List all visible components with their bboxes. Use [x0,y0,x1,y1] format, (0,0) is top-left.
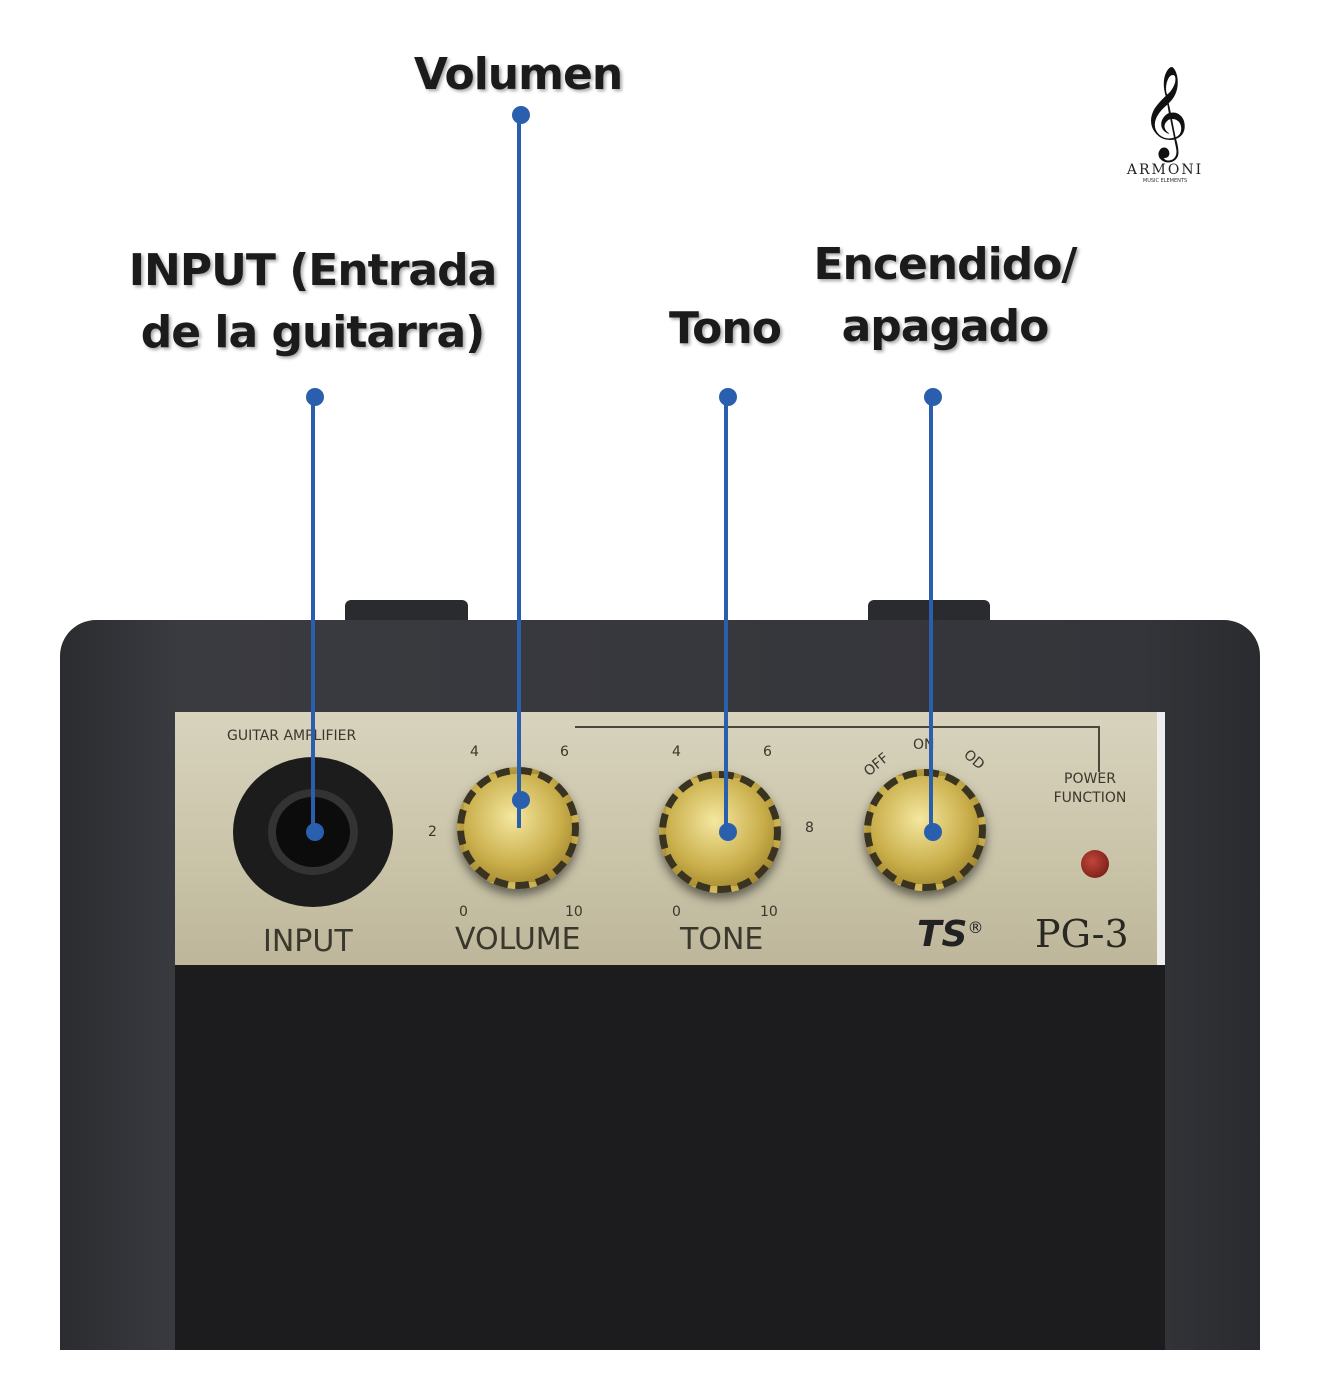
ts-brand-logo: TS® [917,914,984,955]
tone-knob[interactable] [659,771,781,893]
power-pointer-line [929,397,933,832]
tone-label: TONE [680,922,764,957]
volume-tick-0: 0 [459,904,468,920]
logo-tagline: MUSIC ELEMENTS [1142,178,1188,184]
power-function-label: POWER FUNCTION [1053,771,1127,806]
volume-tick-10: 10 [565,904,583,920]
power-pointer-dot [924,388,942,406]
control-panel: GUITAR AMPLIFIER INPUT VOLUME TONE 4 6 2… [175,712,1165,965]
volume-tick-6: 6 [560,744,569,760]
model-name: PG-3 [1035,912,1129,956]
annotation-tone: Tono [669,303,782,354]
annotation-volume: Volumen [413,49,623,100]
input-pointer-dot-end [306,823,324,841]
treble-clef-icon: 𝄞 [1141,65,1189,158]
power-pointer-dot-end [924,823,942,841]
tone-pointer-line [724,397,728,832]
annotation-power: Encendido/apagado [813,239,1077,352]
speaker-grille [175,965,1165,1350]
input-pointer-line [311,397,315,832]
power-led [1081,850,1109,878]
tone-tick-0: 0 [672,904,681,920]
input-label: INPUT [263,924,353,959]
tone-tick-8: 8 [805,820,814,836]
tone-pointer-dot-end [719,823,737,841]
tone-tick-10: 10 [760,904,778,920]
logo-brand: ARMONI [1126,162,1204,178]
input-pointer-dot [306,388,324,406]
volume-pointer-line [517,115,521,828]
tone-pointer-dot [719,388,737,406]
volume-pointer-dot [512,106,530,124]
panel-header: GUITAR AMPLIFIER [227,728,357,744]
volume-label: VOLUME [455,922,581,957]
tone-tick-6: 6 [763,744,772,760]
volume-tick-4: 4 [470,744,479,760]
armoni-logo: 𝄞 ARMONI MUSIC ELEMENTS [1115,62,1215,184]
volume-tick-2: 2 [428,824,437,840]
tone-tick-4: 4 [672,744,681,760]
volume-pointer-dot-end [512,791,530,809]
